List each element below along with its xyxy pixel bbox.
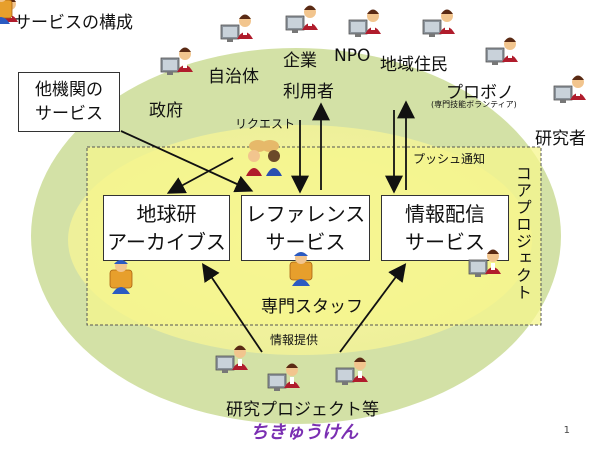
staff-label: 専門スタッフ bbox=[261, 297, 363, 317]
info-line1: 情報配信 bbox=[405, 202, 485, 226]
other-services-box: 他機関の サービス bbox=[18, 72, 120, 132]
page-number: 1 bbox=[563, 425, 570, 436]
request-label: リクエスト bbox=[235, 117, 296, 131]
arrow-research-to-info bbox=[339, 263, 407, 353]
person-icon-info-service bbox=[468, 249, 502, 278]
user-probono-note: (専門技能ボランティア) bbox=[431, 100, 517, 109]
staff-icon-earth bbox=[109, 259, 133, 295]
other-services-line2: サービス bbox=[35, 104, 103, 124]
person-icon-residents bbox=[422, 9, 456, 38]
user-local-gov: 自治体 bbox=[208, 67, 259, 87]
user-label: 利用者 bbox=[283, 82, 334, 102]
person-icon-gov bbox=[160, 47, 194, 76]
arrow-to-earth bbox=[166, 157, 234, 194]
user-gov: 政府 bbox=[149, 101, 183, 121]
core-project-label: コアプロジェクト bbox=[513, 165, 532, 301]
other-services-line1: 他機関の bbox=[35, 80, 103, 100]
person-icon-research-2 bbox=[267, 363, 301, 392]
reference-line2: サービス bbox=[265, 230, 346, 254]
earth-archives-box: 地球研 アーカイブス bbox=[103, 195, 230, 261]
info-provide-label: 情報提供 bbox=[270, 333, 319, 347]
earth-archives-line1: 地球研 bbox=[136, 202, 197, 226]
person-icon-probono bbox=[485, 37, 519, 66]
research-projects-label: 研究プロジェクト等 bbox=[226, 400, 379, 420]
earth-archives-line2: アーカイブス bbox=[107, 230, 226, 254]
person-icon-researcher bbox=[553, 75, 587, 104]
reference-service-box: レファレンス サービス bbox=[241, 195, 370, 261]
user-researcher: 研究者 bbox=[535, 129, 586, 149]
staff-icon bbox=[0, 0, 13, 24]
arrow-other-to-reference bbox=[120, 130, 254, 193]
user-npo: NPO bbox=[334, 46, 371, 66]
reference-line1: レファレンス bbox=[245, 202, 366, 226]
arrow-research-to-earth bbox=[201, 263, 263, 353]
person-icon-local-gov bbox=[220, 14, 254, 43]
info-distribution-box: 情報配信 サービス bbox=[381, 195, 509, 261]
user-residents: 地域住民 bbox=[380, 55, 448, 75]
person-icon-npo bbox=[348, 9, 382, 38]
staff-icon-reference bbox=[289, 251, 313, 287]
person-icon-company bbox=[285, 5, 319, 34]
researcher-group-icon bbox=[246, 140, 282, 176]
page-title: サービスの構成 bbox=[14, 13, 133, 33]
person-icon-research-1 bbox=[215, 345, 249, 374]
info-line2: サービス bbox=[405, 230, 485, 254]
push-label: プッシュ通知 bbox=[413, 152, 486, 166]
person-icon-research-3 bbox=[335, 357, 369, 386]
chikyuken-logo: ちきゅうけん bbox=[250, 422, 358, 443]
user-probono: プロボノ bbox=[446, 83, 514, 103]
user-company: 企業 bbox=[283, 51, 317, 71]
